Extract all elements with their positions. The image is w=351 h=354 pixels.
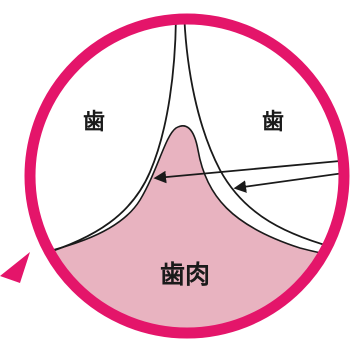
tooth-left-outline <box>39 19 177 256</box>
pointer-arrow-lower <box>233 171 344 193</box>
zoom-ring <box>24 13 350 339</box>
pointer-arrow-upper <box>153 159 344 184</box>
label-gum: 歯肉 <box>160 260 210 289</box>
tooth-right-outline <box>183 19 344 253</box>
label-tooth-left: 歯 <box>83 109 105 135</box>
zoom-pointer-tip <box>0 252 30 283</box>
label-tooth-right: 歯 <box>262 109 284 135</box>
